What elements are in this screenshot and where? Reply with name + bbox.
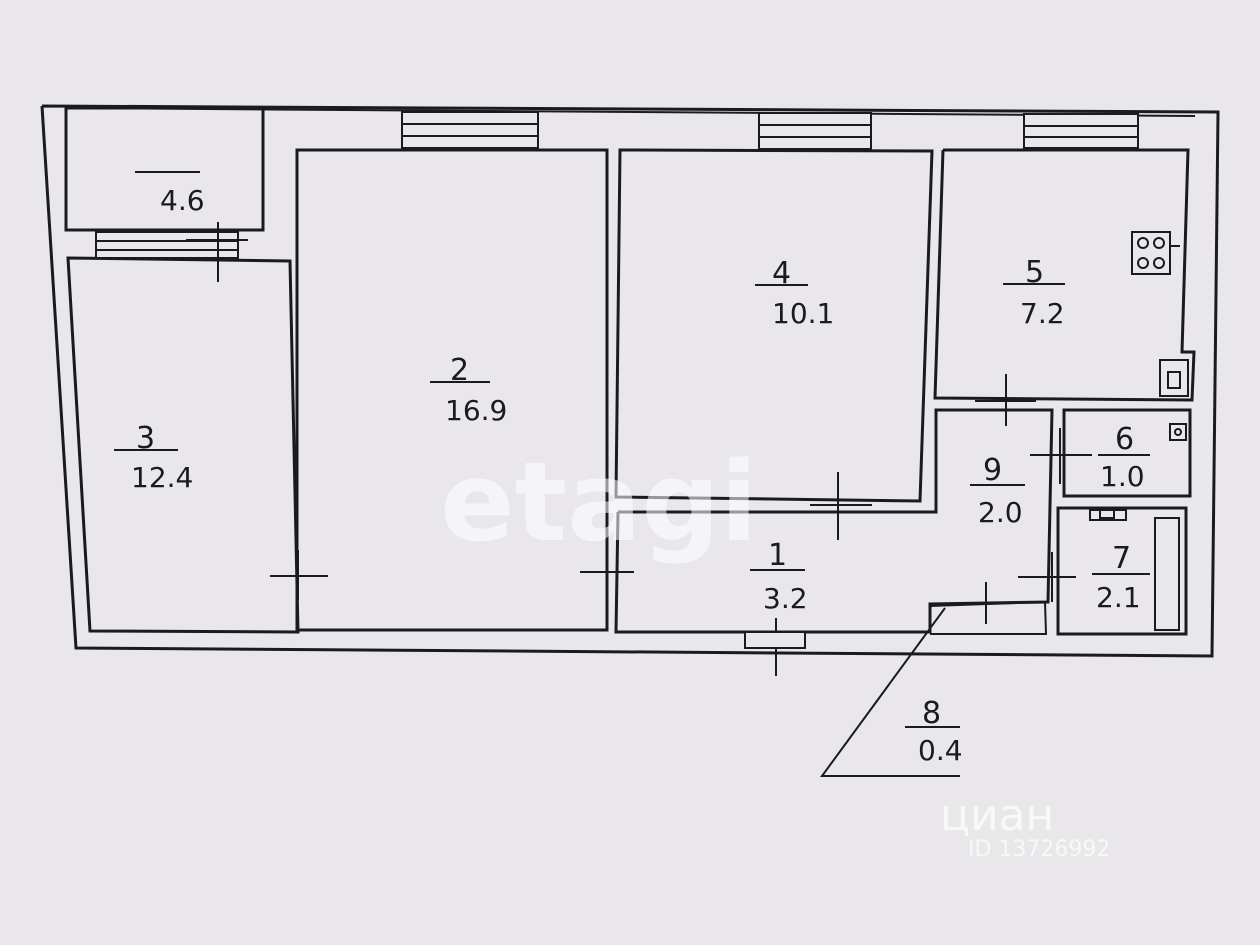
- label-rules: [114, 171, 1150, 728]
- cian-watermark: циан: [940, 790, 1054, 841]
- room-8: [929, 600, 1048, 635]
- room-4: [614, 148, 934, 503]
- room-3: [66, 256, 300, 634]
- room-5: [933, 148, 1196, 402]
- window-room-4: [758, 112, 872, 150]
- room-8-number: 8: [922, 696, 941, 731]
- room-4-area: 10.1: [772, 297, 834, 330]
- room-9-number: 9: [983, 453, 1002, 488]
- room-2: [295, 148, 609, 632]
- outer-wall: [40, 104, 1220, 658]
- room-9-area: 2.0: [978, 496, 1023, 529]
- room-1: [614, 408, 1054, 634]
- bathtub-icon: [1154, 517, 1180, 631]
- room-8-area: 0.4: [918, 734, 963, 767]
- leader-line-8: [820, 607, 960, 777]
- room-2-number: 2: [450, 353, 469, 388]
- balcony: [64, 106, 265, 232]
- stove-icon: [1131, 231, 1180, 275]
- balcony-area: 4.6: [160, 184, 205, 217]
- toilet-icon: [1169, 423, 1187, 441]
- room-3-area: 12.4: [131, 461, 193, 494]
- room-7: [1056, 506, 1188, 636]
- room-2-area: 16.9: [445, 394, 507, 427]
- room-1-number: 1: [768, 538, 787, 573]
- window-room-5: [1023, 113, 1139, 149]
- room-4-number: 4: [772, 256, 791, 291]
- room-1-area: 3.2: [763, 582, 808, 615]
- room-7-number: 7: [1112, 541, 1131, 576]
- room-5-number: 5: [1025, 255, 1044, 290]
- listing-id-watermark: ID 13726992: [968, 837, 1110, 862]
- etagi-watermark: etagi: [440, 438, 758, 566]
- room-5-area: 7.2: [1020, 297, 1065, 330]
- entry-door: [744, 631, 806, 649]
- washbasin-icon: [1089, 509, 1127, 521]
- sink-icon: [1159, 359, 1189, 397]
- room-6-area: 1.0: [1100, 460, 1145, 493]
- window-room-2: [401, 111, 539, 149]
- room-6: [1062, 408, 1192, 498]
- room-7-area: 2.1: [1096, 581, 1141, 614]
- window-balcony: [95, 231, 239, 259]
- room-3-number: 3: [136, 421, 155, 456]
- room-6-number: 6: [1115, 422, 1134, 457]
